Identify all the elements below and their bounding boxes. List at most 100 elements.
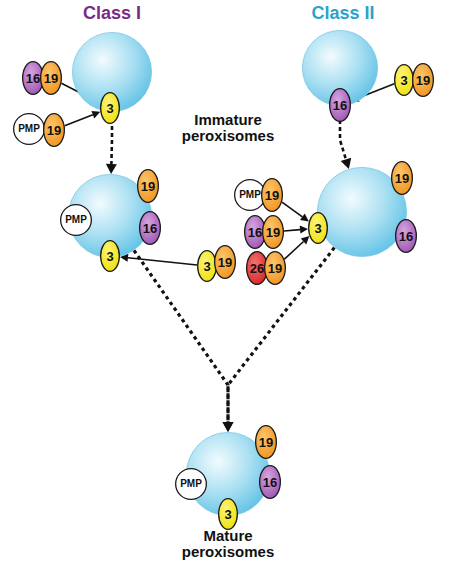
pex19-oval: 19 <box>391 161 413 195</box>
shape-fill <box>396 220 417 253</box>
protein-label: 19 <box>214 245 236 279</box>
protein-label: 19 <box>412 63 434 97</box>
arrow-head <box>300 214 309 222</box>
protein-label: 19 <box>137 169 159 203</box>
shape-fill <box>392 162 413 195</box>
protein-label: 16 <box>139 211 161 245</box>
pmp-oval: PMP <box>13 113 45 145</box>
shape-fill <box>138 170 159 203</box>
shape-fill <box>265 252 286 285</box>
shape-fill <box>256 426 277 459</box>
shape-fill <box>395 65 414 96</box>
pex19-oval: 19 <box>412 63 434 97</box>
arrow-line <box>65 115 93 126</box>
peroxisome-circle: 3 <box>72 32 152 112</box>
shape-fill <box>260 466 281 499</box>
pex16-oval: 16 <box>395 219 417 253</box>
pex19-oval: 19 <box>261 178 283 212</box>
pex19-oval: 19 <box>43 113 65 147</box>
pex19-oval: 19 <box>40 61 62 95</box>
recruitment-arrow <box>284 226 308 234</box>
stage-label: Immature peroxisomes <box>168 112 288 144</box>
shape-fill <box>215 246 236 279</box>
arrow-head <box>106 164 117 174</box>
pex3-oval: 3 <box>197 250 217 282</box>
shape-fill <box>330 89 351 122</box>
protein-label: 19 <box>43 113 65 147</box>
recruitment-arrow <box>284 236 309 259</box>
pex16-oval: 16 <box>139 211 161 245</box>
pex3-oval: 3 <box>308 212 328 244</box>
pex16-oval: 16 <box>259 465 281 499</box>
maturation-arrow <box>223 248 335 432</box>
shape-fill <box>101 241 120 272</box>
shape-fill <box>413 64 434 97</box>
shape-fill <box>41 62 62 95</box>
protein-label: 3 <box>100 92 120 124</box>
shape-fill <box>176 469 207 500</box>
shape-fill <box>198 251 217 282</box>
class-heading: Class II <box>283 4 403 23</box>
protein-label: 16 <box>259 465 281 499</box>
arrow-head <box>341 158 352 169</box>
pex3-oval: 3 <box>100 92 120 124</box>
recruitment-arrow <box>65 111 101 126</box>
protein-label: 19 <box>40 61 62 95</box>
arrow-head <box>91 111 100 118</box>
arrow-line <box>282 202 302 217</box>
shape-fill <box>44 114 65 147</box>
shape-fill <box>61 205 92 236</box>
protein-label: 3 <box>308 212 328 244</box>
pex19-oval: 19 <box>214 245 236 279</box>
maturation-arrow <box>134 250 234 432</box>
protein-label: 19 <box>391 161 413 195</box>
shape-fill <box>140 212 161 245</box>
protein-label: 16 <box>329 88 351 122</box>
shape-fill <box>101 93 120 124</box>
pex16-oval: 16 <box>329 88 351 122</box>
protein-label: 19 <box>261 178 283 212</box>
peroxisome-circle: 1916PMP3 <box>186 432 270 516</box>
class-heading: Class I <box>52 4 172 23</box>
arrow-line <box>284 242 303 260</box>
pex3-oval: 3 <box>394 64 414 96</box>
protein-label: 3 <box>394 64 414 96</box>
shape-fill <box>235 180 266 211</box>
protein-label: PMP <box>60 204 92 236</box>
protein-label: 16 <box>395 219 417 253</box>
arrow-head <box>300 226 308 234</box>
protein-label: 3 <box>197 250 217 282</box>
stage-label: Mature peroxisomes <box>168 528 288 560</box>
shape-fill <box>219 499 238 530</box>
protein-label: PMP <box>175 468 207 500</box>
peroxisome-circle: 19PMP163 <box>68 174 152 258</box>
pex19-oval: 19 <box>255 425 277 459</box>
protein-label: 19 <box>264 251 286 285</box>
protein-label: 3 <box>218 498 238 530</box>
arrow-line <box>284 230 300 231</box>
protein-label: 3 <box>100 240 120 272</box>
recruitment-arrow <box>120 254 197 265</box>
shape-fill <box>14 114 45 145</box>
shape-fill <box>263 216 284 249</box>
protein-label: PMP <box>13 113 45 145</box>
pex19-oval: 19 <box>264 251 286 285</box>
arrow-line <box>228 248 334 422</box>
protein-label: 19 <box>255 425 277 459</box>
pex19-oval: 19 <box>262 215 284 249</box>
arrow-head <box>301 236 310 244</box>
shape-fill <box>309 213 328 244</box>
peroxisome-circle: 19316 <box>317 167 407 257</box>
recruitment-arrow <box>282 202 309 221</box>
arrow-line <box>134 250 228 422</box>
peroxisome-circle: 16 <box>302 30 378 106</box>
pex19-oval: 19 <box>137 169 159 203</box>
pmp-oval: PMP <box>175 468 207 500</box>
shape-fill <box>262 179 283 212</box>
pex3-oval: 3 <box>100 240 120 272</box>
pmp-oval: PMP <box>60 204 92 236</box>
pex3-oval: 3 <box>218 498 238 530</box>
arrow-head <box>223 422 234 432</box>
